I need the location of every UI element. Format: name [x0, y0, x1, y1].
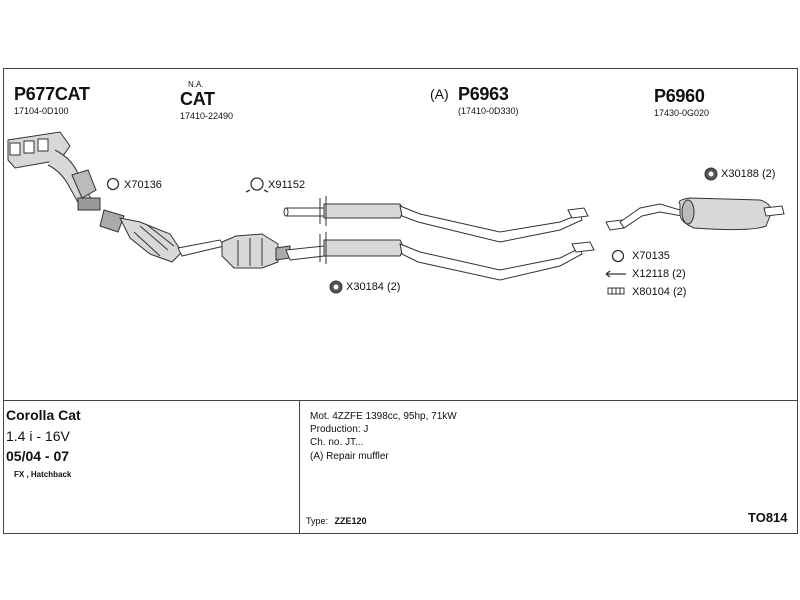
- accessory-label-x70135: X70135: [632, 250, 670, 262]
- model-engine: 1.4 i - 16V: [6, 428, 70, 444]
- diagram-code: TO814: [748, 510, 788, 525]
- part-number-cat: 17410-22490: [180, 111, 234, 121]
- middle-muffler-lower: [285, 232, 595, 281]
- model-name: Corolla Cat: [6, 407, 81, 423]
- part-number-p6963: (17410-0D330): [458, 106, 519, 116]
- front-pipe: [177, 239, 225, 257]
- part-code-cat: CAT: [180, 89, 215, 109]
- part-code-p6963: P6963: [458, 84, 509, 104]
- accessory-label-x30184: X30184 (2): [346, 281, 401, 293]
- type-row: Type: ZZE120: [306, 516, 367, 526]
- info-note: (A) Repair muffler: [310, 451, 389, 462]
- exhaust-manifold: [7, 131, 101, 211]
- frame-divider-vertical: [299, 400, 300, 533]
- accessory-label-x30188: X30188 (2): [721, 168, 776, 180]
- middle-muffler-upper: [283, 196, 589, 243]
- ring-gasket-icon-x70135: [611, 249, 625, 263]
- part-code-p6960: P6960: [654, 86, 705, 106]
- diagram-frame: [3, 68, 798, 534]
- accessory-label-x70136: X70136: [124, 179, 162, 191]
- info-engine: Mot. 4ZZFE 1398cc, 95hp, 71kW: [310, 411, 457, 422]
- model-body: FX , Hatchback: [14, 470, 72, 479]
- rear-muffler: [605, 197, 785, 231]
- model-years: 05/04 - 07: [6, 448, 70, 464]
- part-number-p677cat: 17104-0D100: [14, 106, 69, 116]
- part-number-p6960: 17430-0G020: [654, 108, 710, 118]
- accessory-label-x12118: X12118 (2): [632, 268, 686, 280]
- type-value: ZZE120: [334, 516, 367, 526]
- part-prefix-p6963: (A): [430, 86, 449, 102]
- accessory-label-x80104: X80104 (2): [632, 286, 687, 298]
- clamp-icon: [245, 177, 269, 193]
- frame-divider-horizontal: [4, 400, 797, 401]
- bolt-icon: [605, 270, 626, 278]
- type-label: Type:: [306, 516, 329, 526]
- part-code-p677cat: P677CAT: [14, 84, 90, 104]
- accessory-label-x91152: X91152: [268, 179, 306, 191]
- spring-icon: [607, 287, 625, 295]
- nut-icon-x30188: [704, 167, 718, 181]
- ring-gasket-icon: [106, 177, 120, 191]
- nut-icon-x30184: [329, 280, 343, 294]
- catalytic-converter-2: [221, 233, 291, 269]
- info-production: Production: J: [310, 424, 369, 435]
- catalytic-converter-1: [99, 209, 183, 263]
- accessory-icons: [106, 167, 718, 295]
- info-chassis: Ch. no. JT...: [310, 437, 364, 448]
- part-prefix-cat: N.A.: [188, 80, 204, 89]
